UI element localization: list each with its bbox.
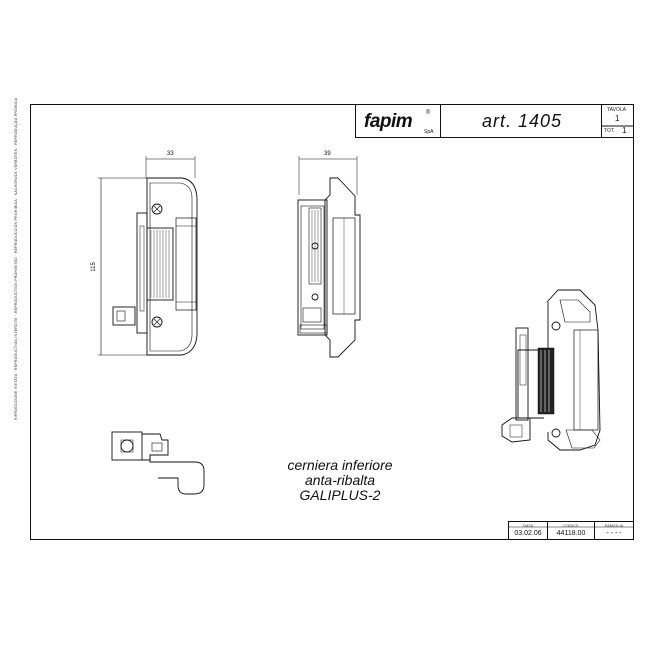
family-cell: FAMIGLIA - - - - <box>594 521 634 540</box>
title-block: fapim ® SpA art. 1405 TAVOLA 1 TOT. 1 <box>355 104 634 138</box>
date-cell: DATA 03.02.06 <box>508 521 548 540</box>
fapim-logo: fapim <box>364 111 413 132</box>
caption-line-1: cerniera inferiore <box>287 457 393 473</box>
dimension-height: 115 <box>90 262 97 272</box>
tavola-value: 1 <box>615 114 620 123</box>
tot-label: TOT. <box>604 128 615 134</box>
date-label: DATA <box>522 523 534 528</box>
caption-line-2: anta-ribalta <box>304 472 376 488</box>
drawing-caption: cerniera inferiore anta-ribalta GALIPLUS… <box>240 458 440 503</box>
family-label: FAMIGLIA <box>604 523 624 528</box>
front-view <box>98 156 198 356</box>
dimension-width-front: 33 <box>167 151 174 157</box>
top-view <box>111 431 205 495</box>
side-view <box>297 156 361 358</box>
article-number: art. 1405 <box>481 111 563 131</box>
dimension-width-side: 39 <box>324 151 331 157</box>
tavola-label: TAVOLA <box>607 107 626 113</box>
info-block: DATA 03.02.06 CODICE 44118.00 FAMIGLIA -… <box>508 521 634 540</box>
isometric-view <box>501 289 601 451</box>
tot-value: 1 <box>622 126 627 135</box>
date-value: 03.02.06 <box>514 530 542 537</box>
registered-mark: ® <box>426 110 431 116</box>
logo-cell: fapim ® SpA <box>355 104 441 138</box>
code-value: 44118.00 <box>556 530 586 537</box>
logo-suffix: SpA <box>424 129 434 135</box>
caption-line-3: GALIPLUS-2 <box>299 487 381 503</box>
sheet-cell: TAVOLA 1 TOT. 1 <box>601 104 634 138</box>
code-cell: CODICE 44118.00 <box>547 521 595 540</box>
drawing-frame <box>30 104 634 540</box>
family-value: - - - - <box>606 530 622 537</box>
code-label: CODICE <box>563 523 579 528</box>
